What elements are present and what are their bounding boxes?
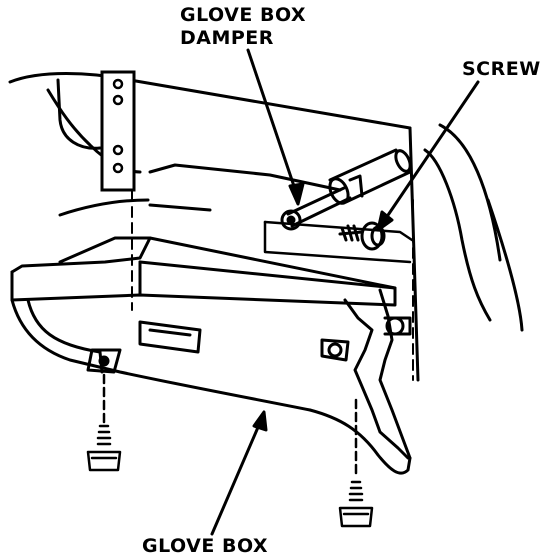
glove-box-arrow-icon	[252, 410, 268, 432]
damper-arrow-icon	[288, 182, 305, 206]
callout-leaders	[210, 48, 480, 536]
left-bolt	[86, 373, 122, 472]
glove-box-label: GLOVE BOX	[142, 535, 269, 557]
screw-arrow-icon	[376, 210, 394, 232]
left-mounting-bracket	[100, 70, 136, 192]
right-bolt	[338, 398, 374, 528]
damper-mounting-plate	[263, 220, 414, 264]
screw-label: SCREW	[462, 58, 541, 80]
glove-box-leader-line	[210, 416, 264, 536]
damper-label-line-2: DAMPER	[180, 27, 274, 49]
damper-label-line-1: GLOVE BOX	[180, 4, 307, 26]
glove-box-damper	[280, 148, 412, 231]
glove-box	[10, 236, 412, 475]
damper-screw	[338, 221, 386, 251]
damper-leader-line	[246, 48, 300, 200]
glove-box-damper-label: GLOVE BOX DAMPER	[180, 4, 306, 50]
screw-leader-line	[380, 80, 480, 226]
